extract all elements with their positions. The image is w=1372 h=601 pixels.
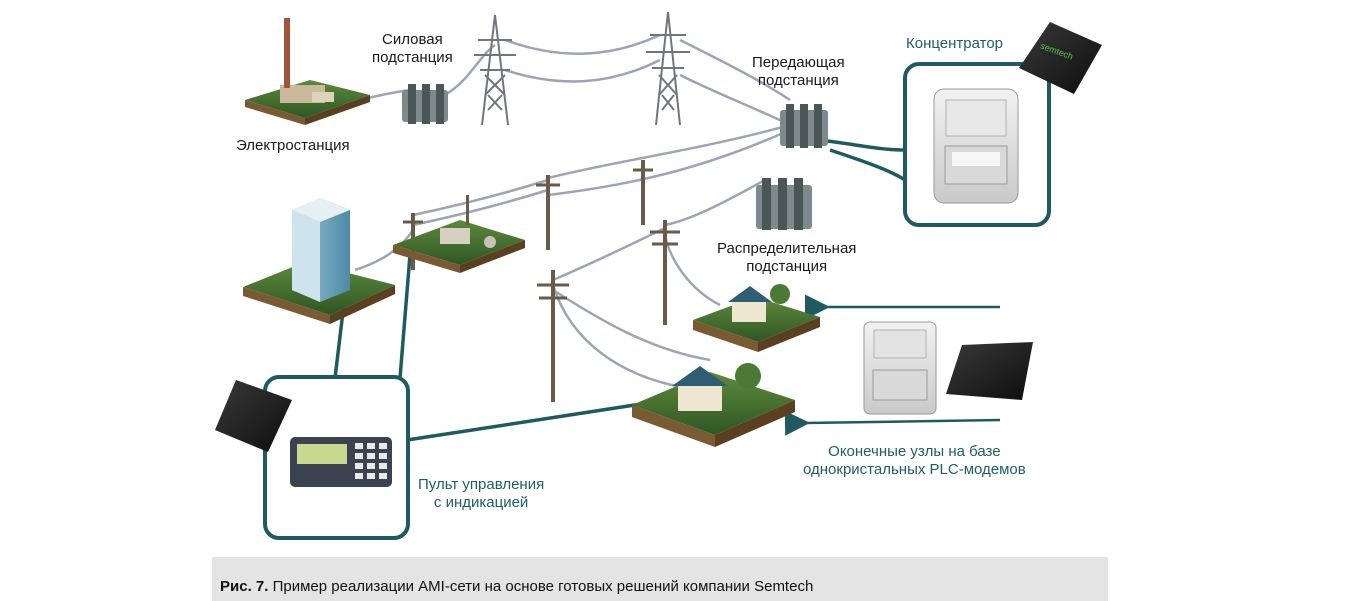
office-building [243,198,395,324]
transmitting-substation [780,104,828,148]
label-control-panel: Пульт управления с индикацией [418,476,545,511]
pole-icon [633,160,653,225]
chip-icon [1019,22,1102,94]
factory-icon [440,228,470,244]
label-end-nodes: Оконечные узлы на базе однокристальных P… [803,443,1026,478]
chip-icon [215,380,292,452]
caption-bar [212,557,1108,601]
label-transmitting-substation: Передающая подстанция [752,54,845,89]
label-distribution-substation: Распределительная подстанция [717,240,857,275]
transmission-tower-2 [646,11,690,126]
concentrator-box [903,62,1051,227]
end-node-meter [863,321,937,415]
label-power-plant: Электростанция [236,137,350,154]
utility-poles [403,160,680,402]
chimney [284,18,290,88]
concentrator-chip: semtech [1019,22,1102,94]
tower-icon [474,14,516,126]
caption-number: Рис. 7. [220,578,269,595]
pole-icon [650,220,680,325]
house-icon [672,366,728,411]
meter-icon [933,88,1019,204]
power-plant [245,18,370,125]
meter-icon [863,321,937,415]
house-1 [693,284,820,352]
house-icon [728,286,772,322]
label-concentrator: Концентратор [906,35,1004,52]
power-substation [402,84,448,124]
power-lines [354,33,791,392]
caption-text: Пример реализации AMI-сети на основе гот… [268,578,814,595]
figure-caption: Рис. 7. Пример реализации AMI-сети на ос… [220,578,813,595]
pole-icon [537,270,569,402]
chip-icon [946,342,1033,400]
tower-icon [646,11,690,126]
transmission-tower-1 [474,14,516,126]
control-panel-chip [215,380,292,452]
control-panel-device [290,437,392,487]
label-power-substation: Силовая подстанция [372,31,453,66]
industrial-site [393,195,525,273]
control-panel-box [263,375,410,540]
building-icon [292,198,350,302]
data-arrows [784,294,1001,436]
pole-icon [536,175,560,250]
end-node-chip [946,342,1033,400]
house-2 [632,363,795,447]
distribution-substation [756,178,812,230]
